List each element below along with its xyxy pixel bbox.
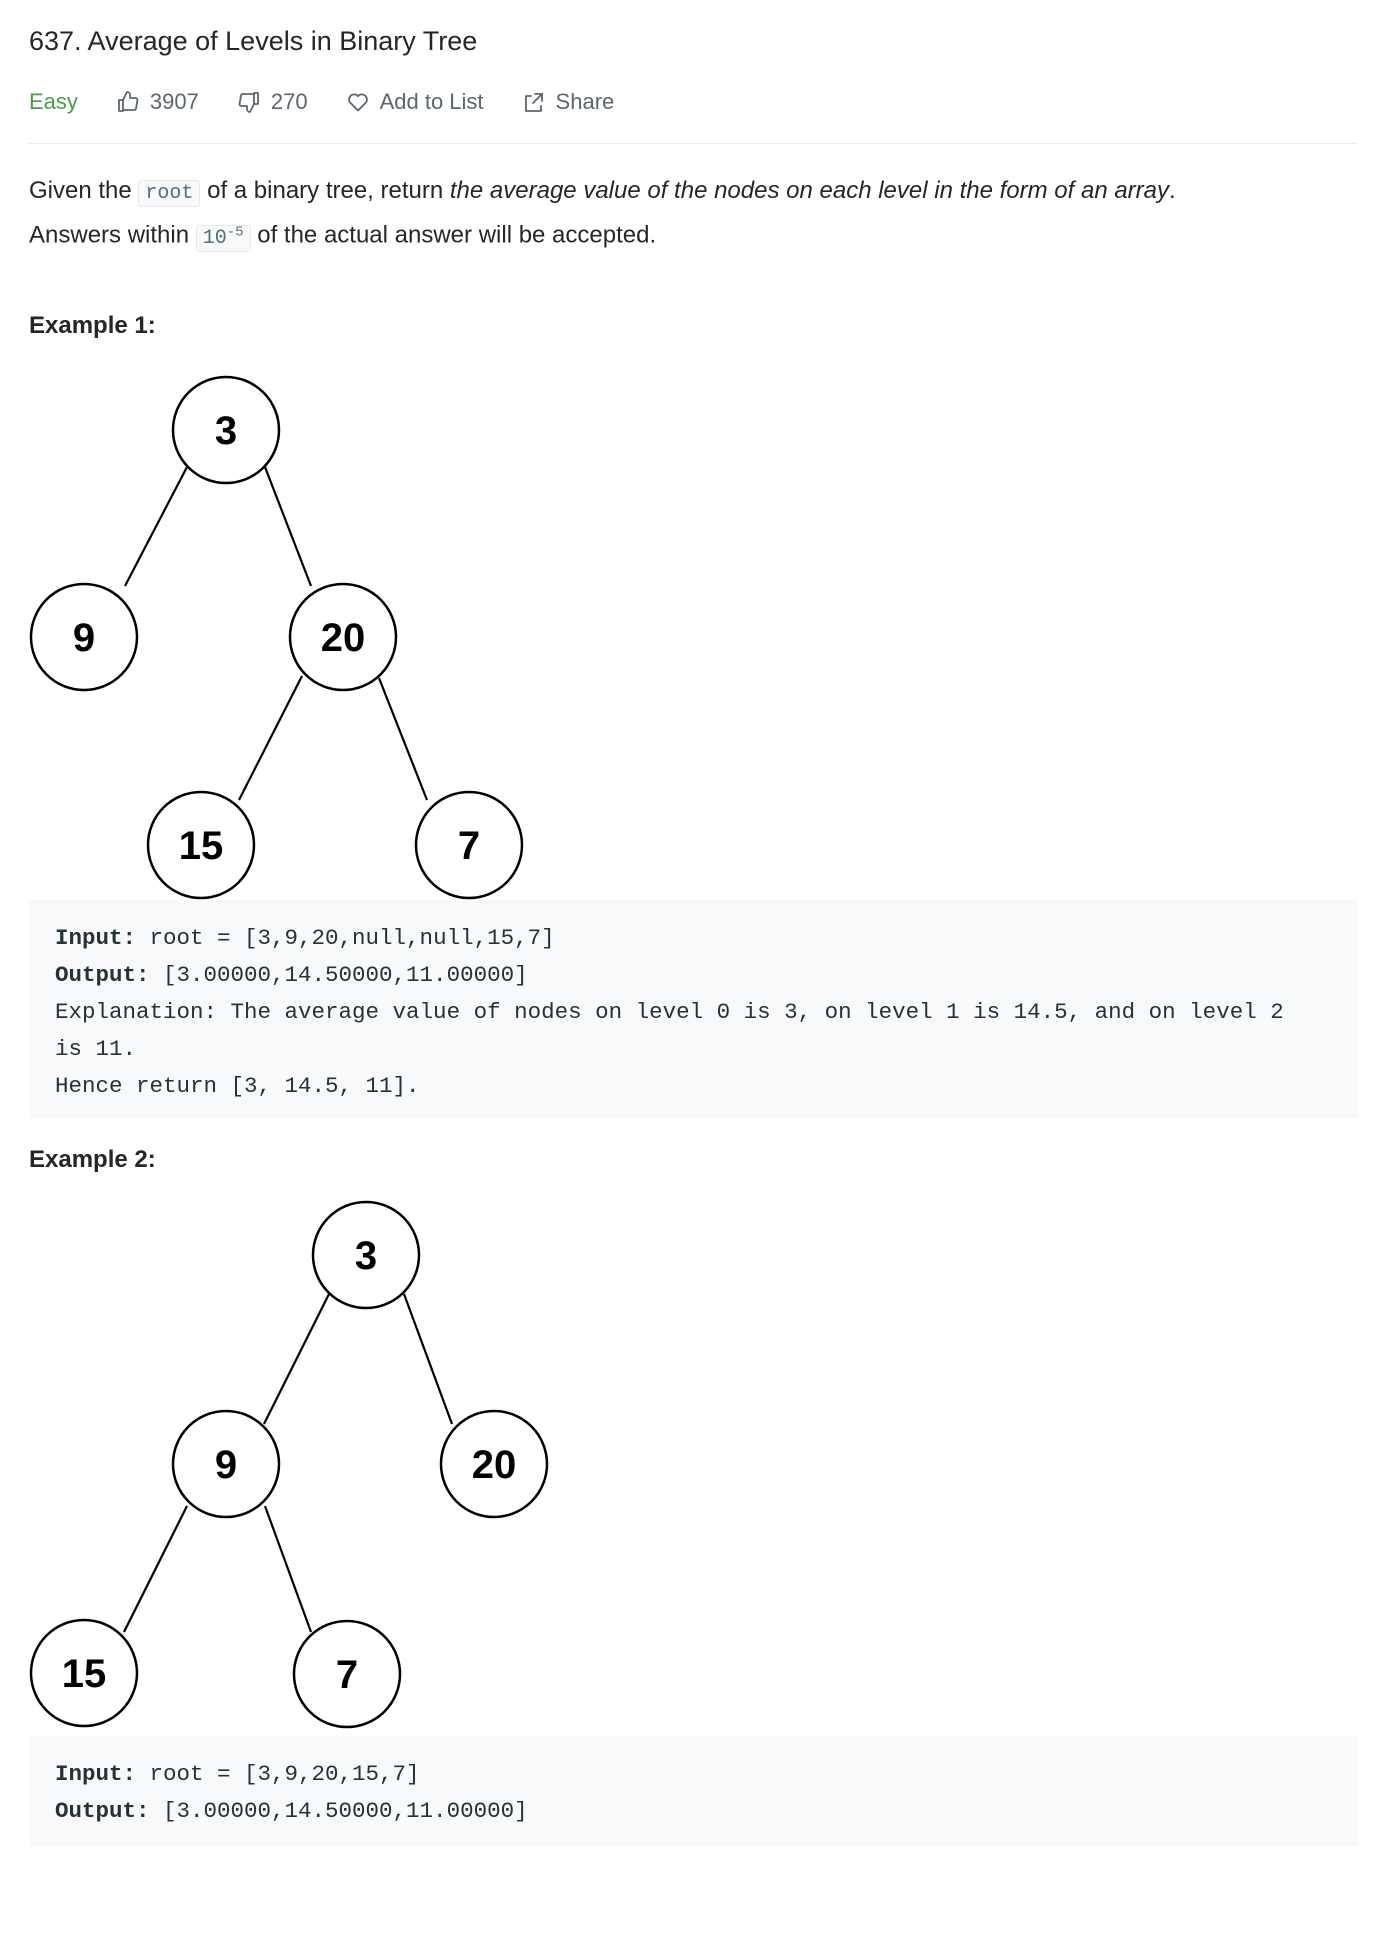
example-1-title: Example 1: (29, 312, 156, 339)
heart-icon (346, 90, 370, 114)
tree-node-label: 15 (62, 1652, 107, 1696)
input-label: Input: (55, 1761, 137, 1787)
problem-meta-bar: Easy 3907 270 (29, 86, 652, 118)
example-1-explanation-end: Hence return [3, 14.5, 11]. (55, 1073, 420, 1099)
tree-node (292, 1619, 402, 1729)
tree-edge (123, 1505, 188, 1633)
desc-text: of a binary tree, return (200, 177, 450, 204)
desc-text: . (1169, 177, 1176, 204)
example-1-tree-diagram: 3 9 20 15 7 (29, 375, 524, 900)
tree-edge (263, 1293, 330, 1425)
problem-description: Given the root of a binary tree, return … (29, 172, 1358, 258)
tree-node (29, 1618, 139, 1728)
header-divider (29, 143, 1358, 144)
output-label: Output: (55, 1798, 150, 1824)
add-to-list-button[interactable]: Add to List (346, 89, 484, 115)
example-2-output-line: Output: [3.00000,14.50000,11.00000] (55, 1793, 1332, 1830)
example-2-title: Example 2: (29, 1146, 156, 1173)
tree-node (414, 790, 524, 900)
tree-edge (263, 466, 313, 587)
desc-text: of the actual answer will be accepted. (250, 221, 657, 249)
example-1-output-line: Output: [3.00000,14.50000,11.00000] (55, 957, 1332, 994)
share-label: Share (555, 89, 615, 114)
tree-node-label: 9 (215, 1443, 237, 1487)
tree-node-label: 7 (458, 824, 480, 868)
tolerance-base: 10 (202, 226, 227, 250)
inline-code-root: root (138, 180, 201, 207)
tree-node (288, 582, 398, 692)
dislike-button[interactable]: 270 (237, 89, 308, 115)
share-button[interactable]: Share (522, 89, 615, 115)
output-value: [3.00000,14.50000,11.00000] (149, 962, 528, 988)
example-1-explanation-cont: is 11. (55, 1036, 137, 1062)
example-1-explanation: Explanation: The average value of nodes … (55, 999, 1284, 1025)
tree-node-label: 7 (336, 1653, 358, 1697)
output-value: [3.00000,14.50000,11.00000] (149, 1798, 528, 1824)
tree-edge (377, 677, 429, 801)
desc-text: Given the (29, 177, 139, 204)
like-count: 3907 (149, 89, 199, 114)
tree-node (311, 1200, 421, 1310)
dislike-count: 270 (270, 89, 308, 114)
tolerance-exponent: -5 (226, 224, 244, 240)
tree-node (439, 1409, 549, 1519)
desc-text: Answers within (29, 221, 196, 249)
tree-node-label: 9 (73, 616, 95, 660)
example-2-code-block: Input: root = [3,9,20,15,7] Output: [3.0… (29, 1736, 1358, 1846)
tree-edge (402, 1293, 454, 1425)
tree-edge (124, 466, 188, 587)
tree-node (29, 582, 139, 692)
desc-emphasis: the average value of the nodes on each l… (449, 177, 1170, 204)
like-button[interactable]: 3907 (116, 89, 199, 115)
tree-node (171, 1409, 281, 1519)
add-to-list-label: Add to List (379, 89, 484, 114)
tree-node-label: 15 (179, 824, 224, 868)
difficulty-badge: Easy (29, 89, 78, 114)
tree-node-label: 3 (355, 1234, 377, 1278)
input-value: root = [3,9,20,null,null,15,7] (136, 925, 555, 951)
example-2-tree-diagram: 3 9 20 15 7 (29, 1200, 549, 1729)
inline-code-tolerance: 10-5 (195, 224, 251, 252)
tree-node (171, 375, 281, 485)
tree-node-label: 20 (472, 1443, 517, 1487)
output-label: Output: (55, 962, 150, 988)
thumbs-up-icon (116, 90, 140, 114)
tree-node-label: 20 (321, 616, 366, 660)
tree-node-label: 3 (215, 409, 237, 453)
input-value: root = [3,9,20,15,7] (136, 1761, 420, 1787)
thumbs-down-icon (237, 90, 261, 114)
input-label: Input: (55, 925, 137, 951)
example-1-input-line: Input: root = [3,9,20,null,null,15,7] (55, 920, 1332, 957)
tree-edge (238, 675, 303, 801)
problem-page: 637. Average of Levels in Binary Tree Ea… (29, 0, 1358, 1933)
example-2-input-line: Input: root = [3,9,20,15,7] (55, 1756, 1332, 1793)
tree-node (146, 790, 256, 900)
example-1-code-block: Input: root = [3,9,20,null,null,15,7] Ou… (29, 900, 1358, 1118)
share-icon (522, 90, 546, 114)
problem-title: 637. Average of Levels in Binary Tree (29, 26, 478, 56)
tree-edge (263, 1505, 313, 1633)
